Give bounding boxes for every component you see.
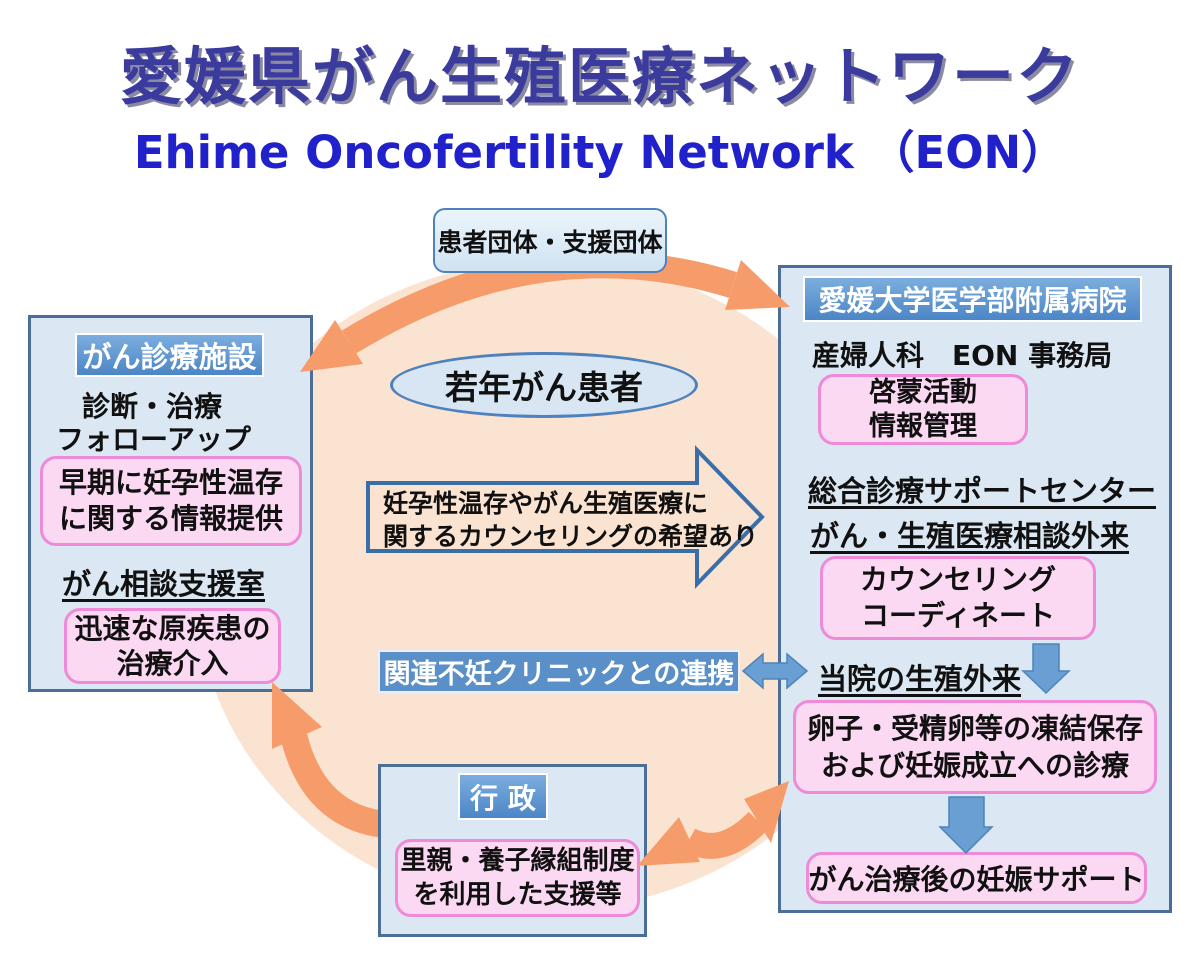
early-fertility-info-line1: 早期に妊孕性温存 [58, 466, 283, 499]
government-header: 行 政 [458, 773, 548, 820]
obgyn-eon-office-text: 産婦人科 EON 事務局 [812, 339, 1113, 372]
cancer-care-facility-header-label: がん診療施設 [82, 340, 257, 374]
awareness-line2: 情報管理 [869, 410, 977, 442]
early-fertility-info-line2: に関する情報提供 [58, 502, 283, 535]
young-cancer-patients-label: 若年がん患者 [445, 368, 643, 407]
reproduction-outpatient-text: 当院の生殖外来 [818, 662, 1022, 696]
early-fertility-info-box: 早期に妊孕性温存 に関する情報提供 [40, 456, 302, 546]
page-title: 愛媛県がん生殖医療ネットワーク [119, 40, 1080, 113]
foster-adoption-box: 里親・養子縁組制度 を利用した支援等 [395, 839, 640, 917]
counseling-request-text: 妊孕性温存やがん生殖医療に 関するカウンセリングの希望あり [383, 487, 758, 553]
rapid-treatment-line1: 迅速な原疾患の [74, 612, 271, 645]
government-header-label: 行 政 [470, 781, 536, 815]
counseling-request-line1: 妊孕性温存やがん生殖医療に [383, 489, 709, 518]
fertility-clinic-link-label: 関連不妊クリニックとの連携 [383, 659, 735, 690]
oncofertility-clinic-text: がん・生殖医療相談外来 [810, 519, 1130, 553]
foster-adoption-line1: 里親・養子縁組制度 [400, 846, 635, 876]
egg-freezing-line1: 卵子・受精卵等の凍結保存 [806, 712, 1143, 745]
foster-adoption-line2: を利用した支援等 [413, 880, 622, 910]
pregnancy-support-label: がん治療後の妊娠サポート [808, 863, 1145, 896]
bottom-left-arc-arrowhead-icon [272, 682, 322, 749]
counseling-line1: カウンセリング [859, 563, 1056, 596]
fertility-clinic-link-box: 関連不妊クリニックとの連携 [378, 650, 740, 693]
awareness-info-box: 啓蒙活動 情報管理 [818, 374, 1028, 445]
egg-freezing-line2: および妊娠成立への診療 [820, 749, 1129, 782]
patient-groups-label: 患者団体・支援団体 [437, 227, 663, 257]
page-subtitle: Ehime Oncofertility Network （EON） [133, 126, 1067, 179]
counseling-request-line2: 関するカウンセリングの希望あり [383, 522, 759, 551]
support-center-text: 総合診療サポートセンター [808, 474, 1157, 508]
patient-groups-box: 患者団体・支援団体 [433, 208, 667, 273]
cancer-care-facility-header: がん診療施設 [75, 333, 264, 377]
egg-freezing-box: 卵子・受精卵等の凍結保存 および妊娠成立への診療 [793, 700, 1157, 794]
top-orange-arc [341, 251, 738, 354]
rapid-treatment-line2: 治療介入 [116, 647, 229, 680]
counseling-line2: コーディネート [860, 599, 1056, 632]
cancer-consultation-room-text: がん相談支援室 [62, 567, 266, 601]
ehime-university-hospital-header: 愛媛大学医学部附属病院 [803, 276, 1142, 322]
bottom-right-orange-arc [682, 811, 768, 859]
rapid-treatment-box: 迅速な原疾患の 治療介入 [64, 608, 281, 684]
awareness-line1: 啓蒙活動 [869, 376, 977, 408]
counseling-coordinate-box: カウンセリング コーディネート [820, 556, 1096, 640]
pregnancy-support-box: がん治療後の妊娠サポート [806, 852, 1147, 904]
young-cancer-patients-ellipse: 若年がん患者 [390, 352, 698, 418]
ehime-university-hospital-header-label: 愛媛大学医学部附属病院 [818, 284, 1127, 317]
follow-up-text: フォローアップ [56, 423, 251, 456]
